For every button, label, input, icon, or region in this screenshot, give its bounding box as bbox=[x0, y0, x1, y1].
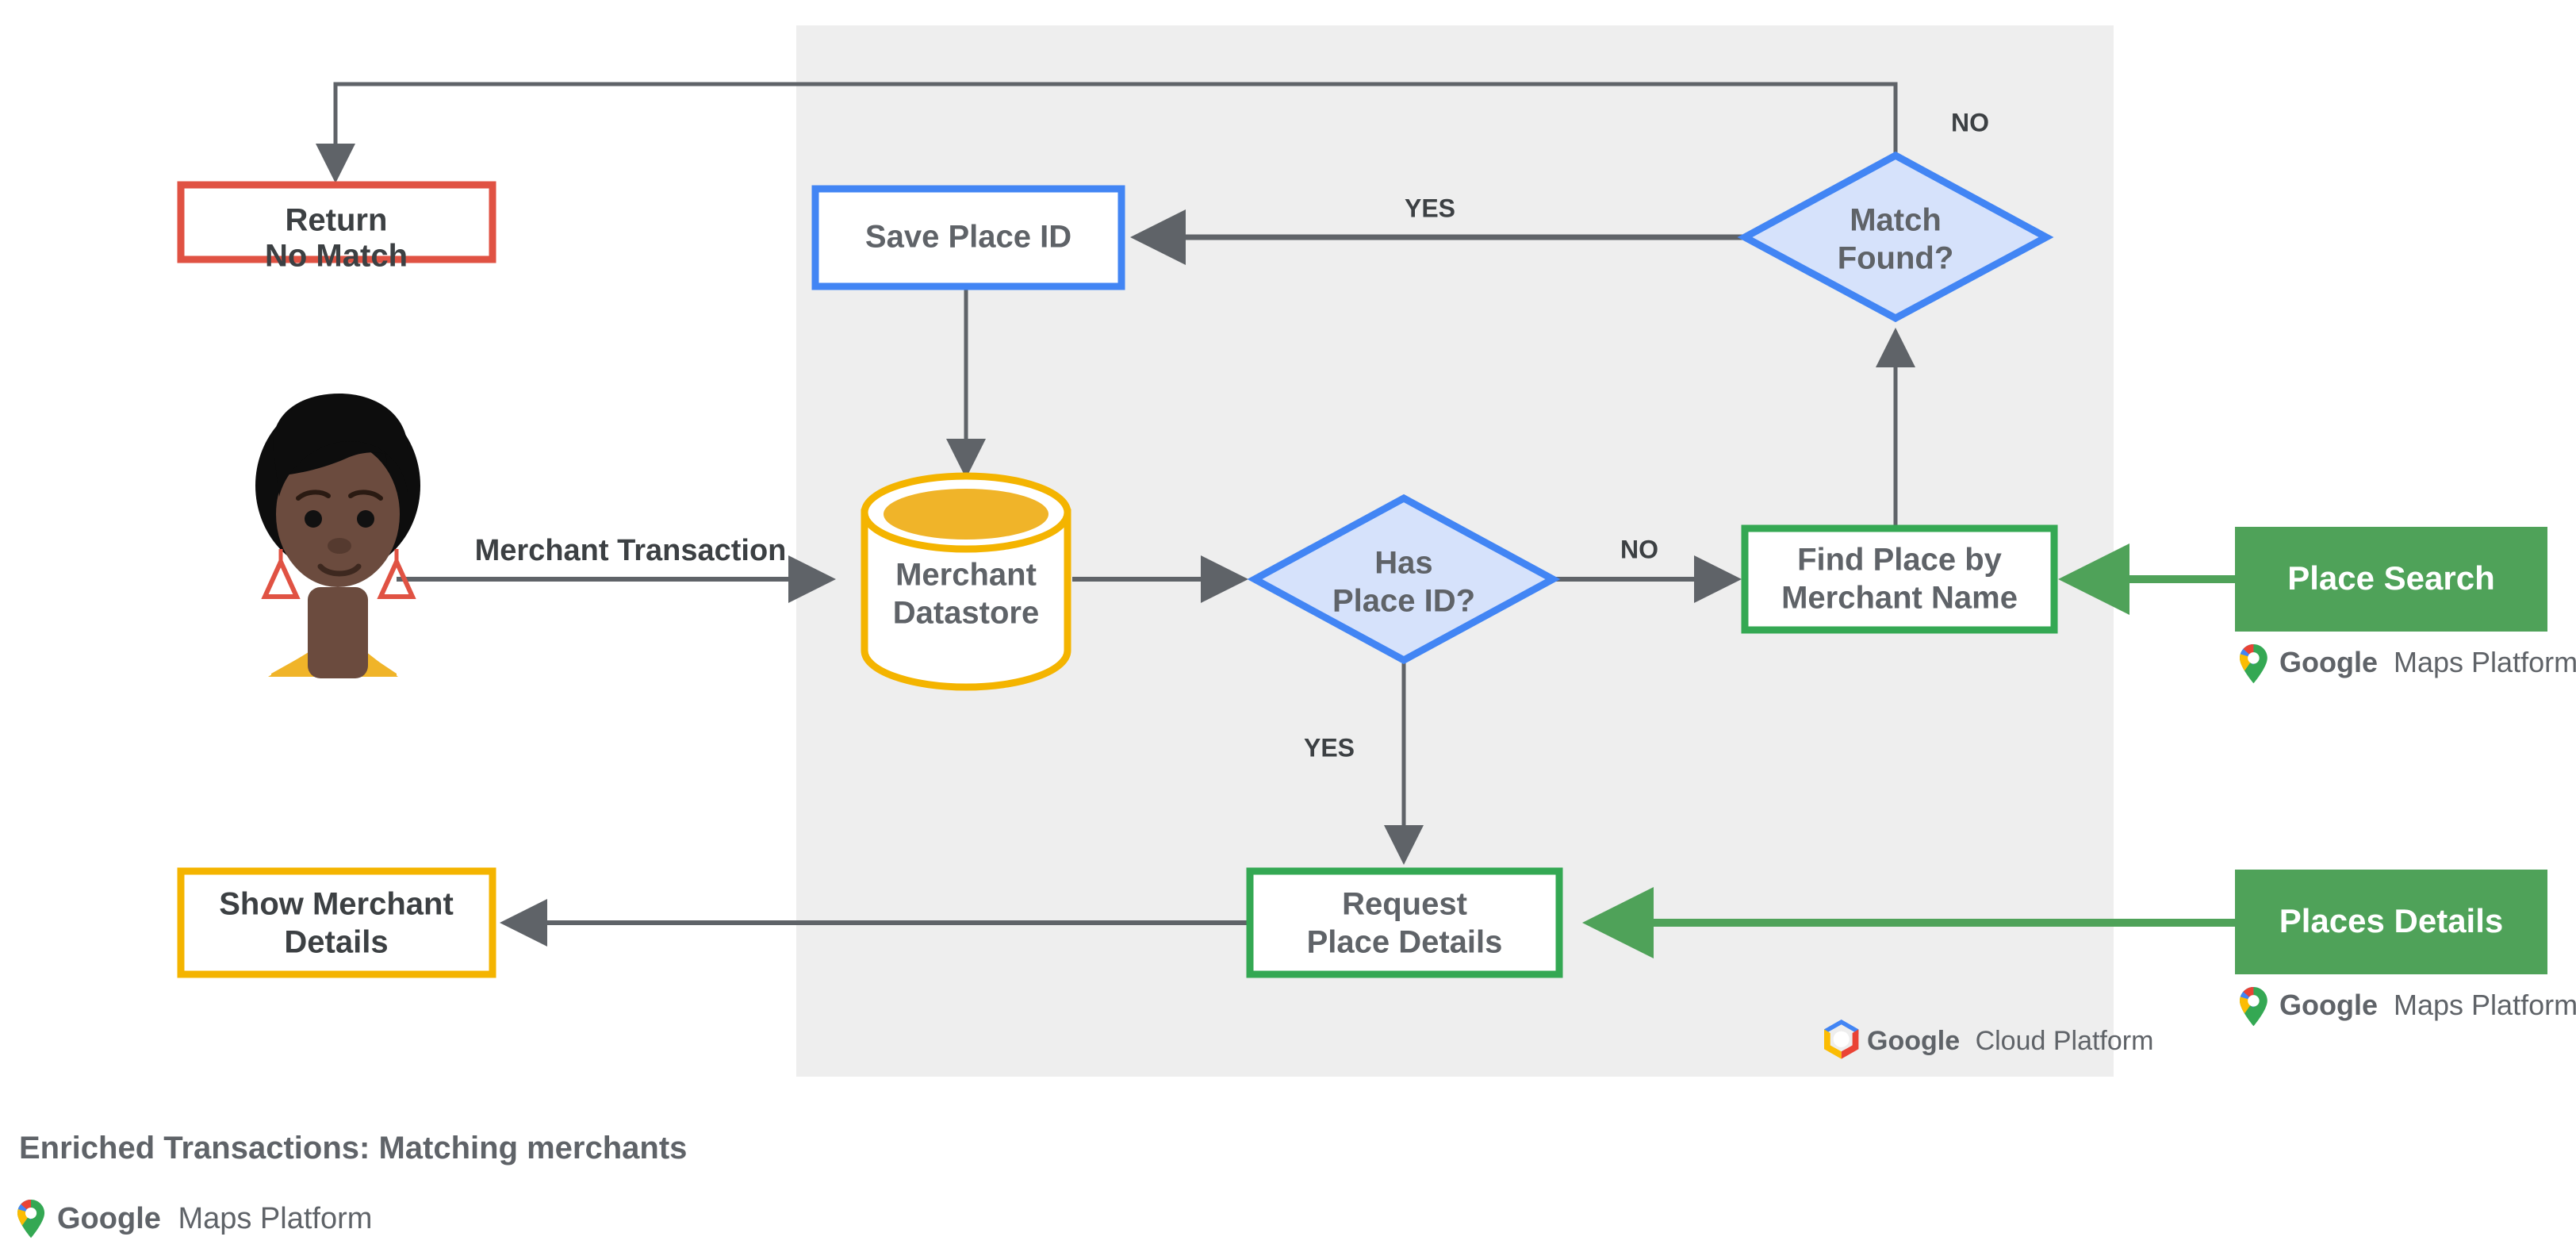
avatar-eye-right bbox=[357, 510, 374, 528]
has-place-id-diamond bbox=[1247, 494, 1561, 665]
save-place-id-box bbox=[811, 185, 1125, 290]
match-found-diamond bbox=[1737, 151, 2054, 323]
node-places-details[interactable]: Places Details bbox=[2235, 870, 2547, 974]
avatar-hair-top bbox=[273, 394, 408, 497]
node-find-place-by-merchant-name[interactable]: Find Place by Merchant Name bbox=[1741, 524, 2058, 634]
avatar-eye-left bbox=[305, 510, 322, 528]
avatar-face bbox=[276, 441, 400, 587]
merchant-datastore-label-line1: Merchant bbox=[895, 558, 1037, 593]
edge-label-match-found-yes: YES bbox=[1405, 194, 1455, 222]
edge-label-merchant-transaction: Merchant Transaction bbox=[475, 534, 787, 567]
svg-text:Google Cloud Platform: Google Cloud Platform bbox=[1867, 1026, 2153, 1056]
maps-platform-google-word: Google bbox=[2279, 646, 2378, 678]
merchant-datastore-top-fill bbox=[884, 489, 1048, 540]
maps-pin-center bbox=[25, 1207, 37, 1219]
find-place-box bbox=[1741, 524, 2058, 634]
maps-platform-rest-word: Maps Platform bbox=[2394, 646, 2576, 678]
node-place-search[interactable]: Place Search bbox=[2235, 527, 2547, 632]
node-merchant-datastore[interactable]: Merchant Datastore bbox=[861, 472, 1071, 691]
maps-pin-center bbox=[2248, 652, 2260, 664]
place-search-label: Place Search bbox=[2287, 559, 2495, 597]
match-found-label-line1: Match bbox=[1850, 203, 1942, 238]
avatar-neck bbox=[308, 587, 368, 678]
match-found-label-line2: Found? bbox=[1838, 241, 1954, 276]
svg-text:Google Maps Platform: Google Maps Platform bbox=[2279, 646, 2576, 678]
avatar-eyebrow-left bbox=[296, 490, 331, 501]
cloud-platform-google-word: Google bbox=[1867, 1026, 1960, 1056]
edge-label-has-place-id-yes: YES bbox=[1304, 733, 1355, 762]
maps-platform-rest-word: Maps Platform bbox=[2394, 989, 2576, 1021]
avatar-mouth bbox=[317, 563, 362, 577]
branding-maps-platform-places-details: Google Maps Platform bbox=[2240, 987, 2576, 1027]
avatar-eyebrow-right bbox=[348, 490, 383, 501]
avatar-merchant-user bbox=[255, 394, 420, 678]
request-place-details-label-line1: Request bbox=[1342, 887, 1467, 922]
edge-match-found-no bbox=[316, 82, 1898, 183]
return-no-match-box bbox=[177, 181, 496, 263]
node-save-place-id[interactable]: Save Place ID bbox=[811, 185, 1125, 290]
gcp-hex-blue bbox=[1824, 1020, 1859, 1035]
return-no-match-label-line2: No Match bbox=[265, 239, 408, 274]
find-place-label-line1: Find Place by bbox=[1797, 543, 2003, 578]
merchant-datastore-body bbox=[861, 509, 1071, 691]
maps-platform-rest-word: Maps Platform bbox=[178, 1202, 372, 1235]
merchant-datastore-label-line2: Datastore bbox=[893, 596, 1040, 631]
has-place-id-label-line2: Place ID? bbox=[1332, 584, 1475, 619]
maps-platform-google-word: Google bbox=[2279, 989, 2378, 1021]
has-place-id-label-line1: Has bbox=[1374, 546, 1432, 581]
branding-cloud-platform: Google Cloud Platform bbox=[1824, 1020, 2153, 1059]
node-return-no-match[interactable]: Return No Match bbox=[177, 181, 496, 274]
gcp-hex-red bbox=[1841, 1029, 1859, 1059]
places-details-label: Places Details bbox=[2279, 902, 2504, 939]
show-merchant-details-label-line2: Details bbox=[284, 925, 388, 960]
svg-text:Google Maps Platform: Google Maps Platform bbox=[2279, 989, 2576, 1021]
show-merchant-details-box bbox=[177, 867, 496, 978]
request-place-details-box bbox=[1246, 867, 1563, 978]
maps-pin-center bbox=[2248, 995, 2260, 1007]
edge-label-match-found-no: NO bbox=[1951, 108, 1989, 136]
edge-label-has-place-id-no: NO bbox=[1620, 535, 1658, 563]
svg-text:Google Maps Platform: Google Maps Platform bbox=[57, 1202, 372, 1235]
find-place-label-line2: Merchant Name bbox=[1781, 581, 2018, 616]
node-has-place-id[interactable]: Has Place ID? bbox=[1247, 494, 1561, 665]
place-search-box bbox=[2235, 527, 2547, 632]
avatar-nose bbox=[328, 538, 351, 554]
avatar-earring-left bbox=[261, 555, 301, 599]
avatar-earring-right bbox=[377, 555, 416, 599]
show-merchant-details-label-line1: Show Merchant bbox=[219, 887, 454, 922]
cloud-platform-rest-word: Cloud Platform bbox=[1976, 1026, 2154, 1056]
node-match-found[interactable]: Match Found? bbox=[1737, 151, 2054, 323]
request-place-details-label-line2: Place Details bbox=[1307, 925, 1503, 960]
save-place-id-label: Save Place ID bbox=[865, 220, 1071, 255]
return-no-match-label-line1: Return bbox=[286, 203, 388, 238]
diagram-caption: Enriched Transactions: Matching merchant… bbox=[19, 1131, 687, 1166]
places-details-box bbox=[2235, 870, 2547, 974]
maps-platform-google-word: Google bbox=[57, 1202, 161, 1235]
branding-maps-platform-footer: Google Maps Platform bbox=[17, 1200, 372, 1239]
node-show-merchant-details[interactable]: Show Merchant Details bbox=[177, 867, 496, 978]
branding-maps-platform-place-search: Google Maps Platform bbox=[2240, 644, 2576, 684]
node-request-place-details[interactable]: Request Place Details bbox=[1246, 867, 1563, 978]
gcp-hex-center bbox=[1833, 1031, 1850, 1047]
